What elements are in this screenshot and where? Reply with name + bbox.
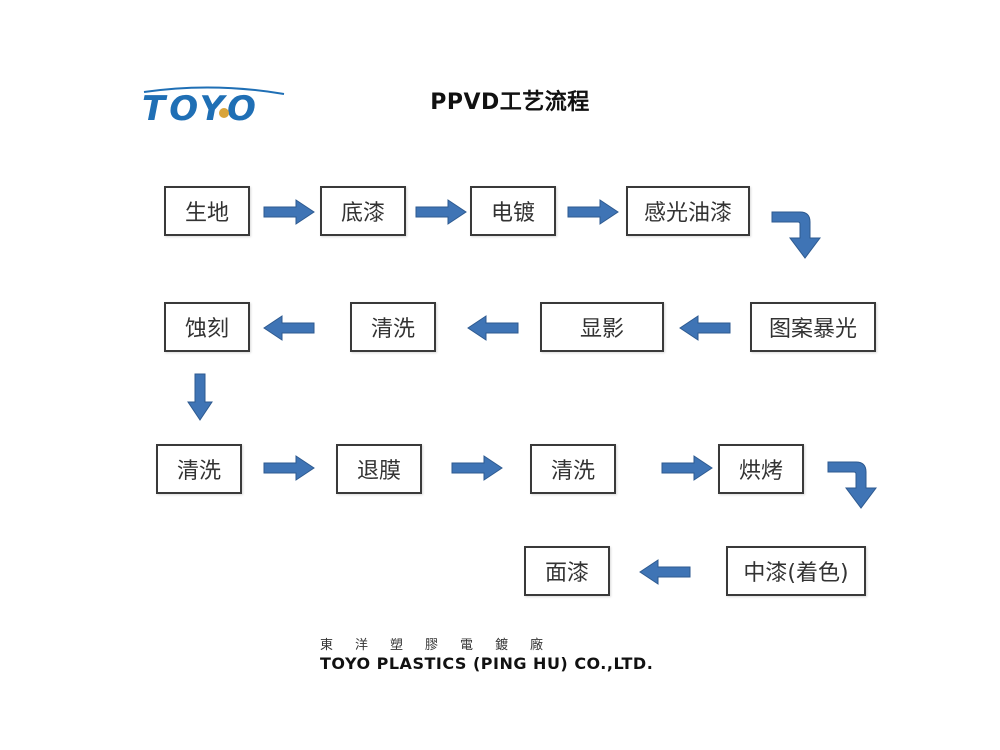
bent-down-arrow-icon — [771, 211, 821, 259]
left-arrow-icon — [639, 559, 691, 585]
right-arrow-icon — [263, 199, 315, 225]
step-label: 图案暴光 — [768, 317, 857, 342]
down-arrow-icon — [187, 373, 213, 421]
step-box: 清洗 — [350, 302, 436, 352]
right-arrow-icon — [661, 455, 713, 481]
step-box: 生地 — [164, 186, 250, 236]
page-title: PPVD工艺流程 — [430, 90, 590, 115]
left-arrow-icon — [467, 315, 519, 341]
step-label: 电镀 — [490, 201, 535, 226]
step-box: 显影 — [540, 302, 664, 352]
step-label: 显影 — [579, 317, 624, 342]
step-label: 退膜 — [356, 459, 401, 484]
step-label: 生地 — [184, 201, 229, 226]
step-box: 清洗 — [530, 444, 616, 494]
step-box: 烘烤 — [718, 444, 804, 494]
right-arrow-icon — [263, 455, 315, 481]
step-label: 清洗 — [370, 317, 415, 342]
step-box: 感光油漆 — [626, 186, 750, 236]
step-box: 退膜 — [336, 444, 422, 494]
right-arrow-icon — [415, 199, 467, 225]
step-label: 烘烤 — [738, 459, 783, 484]
left-arrow-icon — [679, 315, 731, 341]
bent-down-arrow-icon — [827, 461, 877, 509]
right-arrow-icon — [451, 455, 503, 481]
step-label: 清洗 — [550, 459, 595, 484]
right-arrow-icon — [567, 199, 619, 225]
step-box: 电镀 — [470, 186, 556, 236]
toyo-logo: TOYO — [142, 86, 285, 129]
step-label: 面漆 — [544, 561, 589, 586]
svg-text:TOYO: TOYO — [142, 89, 260, 129]
step-box: 底漆 — [320, 186, 406, 236]
step-label: 感光油漆 — [643, 201, 732, 226]
step-label: 清洗 — [176, 459, 221, 484]
step-box: 蚀刻 — [164, 302, 250, 352]
company-name-chinese: 東洋塑膠電鍍廠 — [320, 638, 566, 653]
step-box: 面漆 — [524, 546, 610, 596]
step-box: 图案暴光 — [750, 302, 876, 352]
step-label: 中漆(着色) — [743, 561, 849, 586]
left-arrow-icon — [263, 315, 315, 341]
step-label: 底漆 — [340, 201, 385, 226]
step-box: 清洗 — [156, 444, 242, 494]
step-label: 蚀刻 — [184, 317, 229, 342]
step-box: 中漆(着色) — [726, 546, 866, 596]
company-name-english: TOYO PLASTICS (PING HU) CO.,LTD. — [320, 654, 654, 673]
